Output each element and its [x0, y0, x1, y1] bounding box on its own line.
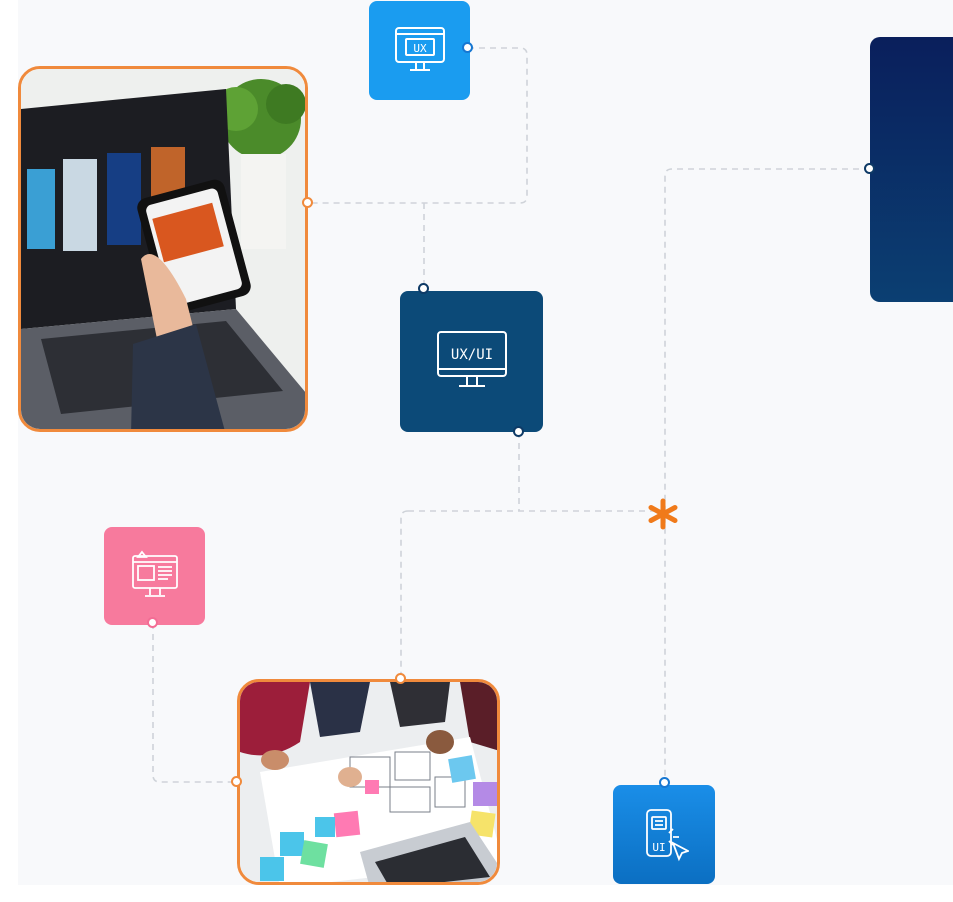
connector-panel-to-ui-tile: [664, 168, 870, 783]
uxui-tile[interactable]: UX/UI: [400, 291, 543, 432]
connector-pink-to-team-photo: [152, 623, 237, 783]
laptop-phone-illustration: [21, 69, 305, 429]
team-photo-left-dot: [231, 776, 242, 787]
ux-tile-connector-dot: [462, 42, 473, 53]
uxui-tile-bottom-dot: [513, 426, 524, 437]
connector-bus-to-team-photo: [400, 510, 409, 679]
side-panel-connector-dot: [864, 163, 875, 174]
ui-tile-connector-dot: [659, 777, 670, 788]
ux-monitor-icon: UX: [394, 26, 445, 71]
team-illustration: [240, 682, 497, 882]
wireframe-tile[interactable]: [104, 527, 205, 625]
uxui-label: UX/UI: [450, 347, 492, 363]
uxui-tile-top-dot: [418, 283, 429, 294]
laptop-phone-photo: [18, 66, 308, 432]
team-photo-top-dot: [395, 673, 406, 684]
wireframe-monitor-icon: [131, 550, 178, 597]
wireframe-tile-connector-dot: [147, 617, 158, 628]
mobile-ui-touch-icon: UI: [646, 808, 689, 861]
ux-tile[interactable]: UX: [369, 1, 470, 100]
team-sticky-notes-photo: [237, 679, 500, 885]
ux-label: UX: [413, 42, 427, 55]
connector-ux-to-laptop: [308, 47, 528, 204]
side-panel: [870, 37, 953, 302]
asterisk-icon: [648, 498, 678, 530]
ui-mobile-tile[interactable]: UI: [613, 785, 715, 884]
uxui-monitor-icon: UX/UI: [436, 330, 507, 387]
laptop-photo-connector-dot: [302, 197, 313, 208]
ui-label: UI: [652, 841, 665, 854]
